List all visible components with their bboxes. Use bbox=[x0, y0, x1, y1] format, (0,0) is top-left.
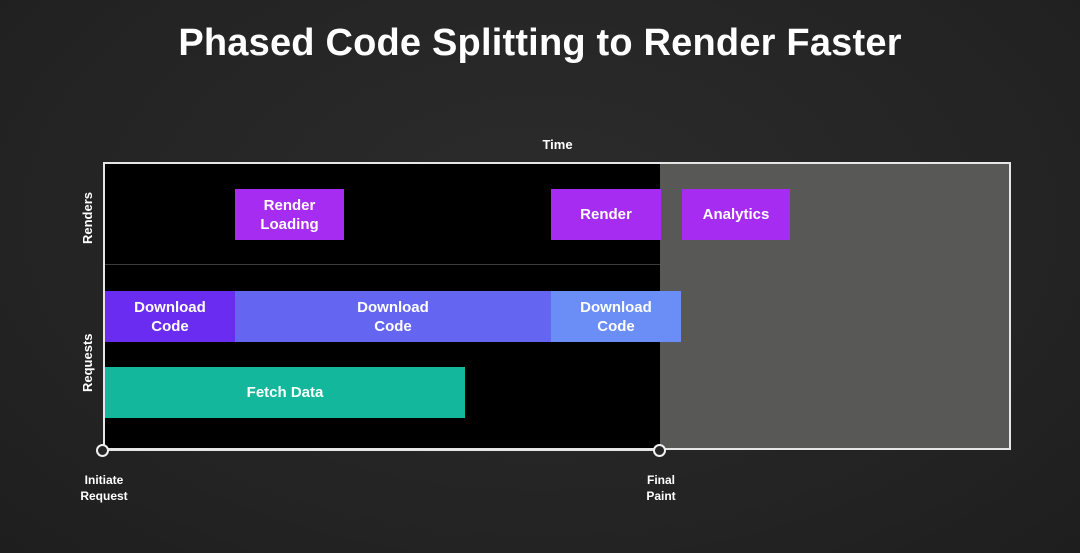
lane-label-renders: Renders bbox=[80, 191, 95, 244]
slide-title: Phased Code Splitting to Render Faster bbox=[178, 22, 902, 64]
label-initiate-request: Initiate Request bbox=[80, 473, 128, 503]
block-render: Render bbox=[551, 189, 661, 240]
block-download-code-2: Download Code bbox=[235, 291, 551, 342]
label-final-paint: Final Paint bbox=[646, 473, 676, 503]
block-download-code-1: Download Code bbox=[105, 291, 235, 342]
timeline-baseline bbox=[103, 449, 660, 451]
marker-initiate-request bbox=[96, 444, 109, 457]
block-fetch-data: Fetch Data bbox=[105, 367, 465, 418]
marker-final-paint bbox=[653, 444, 666, 457]
block-render-loading: Render Loading bbox=[235, 189, 344, 240]
lane-divider bbox=[105, 264, 660, 265]
block-download-code-3: Download Code bbox=[551, 291, 681, 342]
lane-label-requests: Requests bbox=[80, 333, 95, 392]
time-axis-label: Time bbox=[542, 137, 573, 152]
block-analytics: Analytics bbox=[682, 189, 790, 240]
